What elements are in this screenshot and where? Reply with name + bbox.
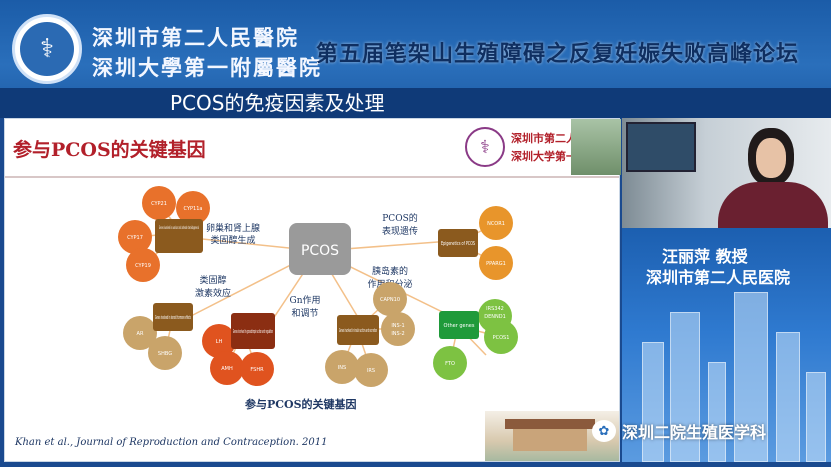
gene-label-cyp17: CYP17 <box>127 235 143 241</box>
gene-label-pparg1: PPARG1 <box>486 261 506 267</box>
gene-label-cyp19: CYP19 <box>135 263 151 269</box>
diagram-caption: 参与PCOS的关键基因 <box>245 398 357 411</box>
gene-node-capn10 <box>373 282 407 316</box>
hospital-name-line2: 深圳大學第一附屬醫院 <box>92 55 322 80</box>
gene-node-cyp21 <box>142 186 176 220</box>
speaker-name: 汪丽萍 教授 <box>662 247 748 266</box>
gene-label-lh: LH <box>216 339 223 345</box>
box-insulin-text: Genes involved in insulin action and sec… <box>339 328 377 334</box>
slide-title: PCOS的免疫因素及处理 <box>170 91 385 115</box>
box-steroid-effect-text: Genes involved in steroid hormone effect… <box>155 315 191 321</box>
gene-node-cyp19 <box>126 248 160 282</box>
label-phenotype-1: PCOS的 <box>382 212 418 224</box>
box-steroid-effect <box>153 303 193 331</box>
gene-node-pcos1 <box>484 320 518 354</box>
speaker-body <box>718 182 828 228</box>
gene-label-ar: AR <box>137 331 144 337</box>
box-gonadotropin <box>231 313 275 349</box>
gene-node-ar <box>123 316 157 350</box>
gene-label-fshr: FSHR <box>250 367 264 373</box>
gene-node-cyp17 <box>118 220 152 254</box>
gene-node-shbg <box>148 336 182 370</box>
box-insulin <box>337 315 379 345</box>
label-gn-2: 和调节 <box>291 308 318 319</box>
gene-node-pparg1 <box>479 246 513 280</box>
gene-label-dennd1: DENND1 <box>484 314 506 320</box>
gene-label-ins1: INS-1 <box>391 323 404 329</box>
box-epigenetics <box>438 229 478 257</box>
box-steroidogenesis <box>155 219 203 253</box>
gene-node-irs <box>354 353 388 387</box>
speaker-info-panel: 汪丽萍 教授 深圳市第二人民医院 <box>622 228 831 462</box>
box-other-genes-text: Other genes <box>444 323 475 329</box>
gene-label-ncor1: NCOR1 <box>487 221 505 227</box>
slide-heading: 参与PCOS的关键基因 <box>13 139 206 161</box>
pcos-center-node <box>289 223 351 275</box>
slide-hospital-logo: ⚕ <box>465 127 505 167</box>
label-phenotype-2: 表现遗传 <box>382 225 418 237</box>
label-steroid-1: 类固醇 <box>199 274 226 286</box>
label-insulin-1: 胰岛素的 <box>372 265 408 277</box>
gene-label-cyp21: CYP21 <box>151 201 167 207</box>
account-watermark: ✿ 深圳二院生殖医学科 <box>592 418 831 444</box>
gene-network-diagram: PCOS 卵巢和肾上腺 类固醇生成 PCOS的 表现遗传 类固醇 激素效应 Gn… <box>118 186 518 387</box>
gene-label-ins: INS <box>338 365 346 371</box>
citation: Khan et al., Journal of Reproduction and… <box>15 437 328 448</box>
box-other-genes <box>439 311 479 339</box>
title-band <box>0 88 831 118</box>
speaker-camera-feed <box>622 118 831 228</box>
center-node-label: PCOS <box>301 243 339 259</box>
slide-divider <box>5 176 619 178</box>
presentation-slide: 参与PCOS的关键基因 ⚕ 深圳市第二人民醫院 深圳大学第一附属医院 PCOS <box>4 118 621 462</box>
box-gonadotropin-text: Genes involved in gonadotropin action an… <box>233 329 273 335</box>
gene-label-cyp11a: CYP11a <box>184 206 203 212</box>
hospital-logo: ⚕ <box>12 14 82 84</box>
hospital-name-line1: 深圳市第二人民醫院 <box>92 25 299 50</box>
gene-label-pcos1: PCOS1 <box>493 335 510 341</box>
gene-node-amh <box>210 351 244 385</box>
label-ovarian-1: 卵巢和肾上腺 <box>206 222 260 234</box>
wechat-icon: ✿ <box>592 420 616 442</box>
label-ovarian-2: 类固醇生成 <box>210 234 255 246</box>
gene-node-ins-12 <box>381 312 415 346</box>
box-epigenetics-text: Epigenetics of PCOS <box>441 241 475 247</box>
label-steroid-2: 激素效应 <box>195 287 231 299</box>
caduceus-icon: ⚕ <box>20 22 74 76</box>
gene-node-ncor1 <box>479 206 513 240</box>
watermark-text: 深圳二院生殖医学科 <box>622 423 767 442</box>
speaker-face <box>756 138 786 178</box>
slide-header-photo <box>571 119 621 175</box>
gene-label-irs: IRS <box>367 368 375 374</box>
conference-banner: ⚕ 深圳市第二人民醫院 深圳大學第一附屬醫院 第五届笔架山生殖障碍之反复妊娠失败… <box>0 0 831 118</box>
gene-label-shbg: SHBG <box>158 351 172 357</box>
conference-title: 第五届笔架山生殖障碍之反复妊娠失败高峰论坛 <box>316 42 800 67</box>
label-gn-1: Gn作用 <box>290 294 321 306</box>
speaker-institution: 深圳市第二人民医院 <box>646 268 791 287</box>
gene-node-lh <box>202 324 236 358</box>
room-screen <box>626 122 696 172</box>
gene-label-irs342: IRS342 <box>486 306 504 312</box>
gene-node-fto <box>433 346 467 380</box>
gene-label-fto: FTO <box>445 361 455 367</box>
box-steroidogenesis-text: Genes involved in ovarian and adrenal st… <box>159 225 199 231</box>
campus-building-image <box>485 411 619 461</box>
gene-label-ins2: INS-2 <box>391 331 404 337</box>
gene-node-ins <box>325 350 359 384</box>
gene-label-amh: AMH <box>221 366 233 372</box>
gene-node-fshr <box>240 352 274 386</box>
gene-label-capn10: CAPN10 <box>380 297 400 303</box>
gene-node-cyp11a <box>176 191 210 225</box>
